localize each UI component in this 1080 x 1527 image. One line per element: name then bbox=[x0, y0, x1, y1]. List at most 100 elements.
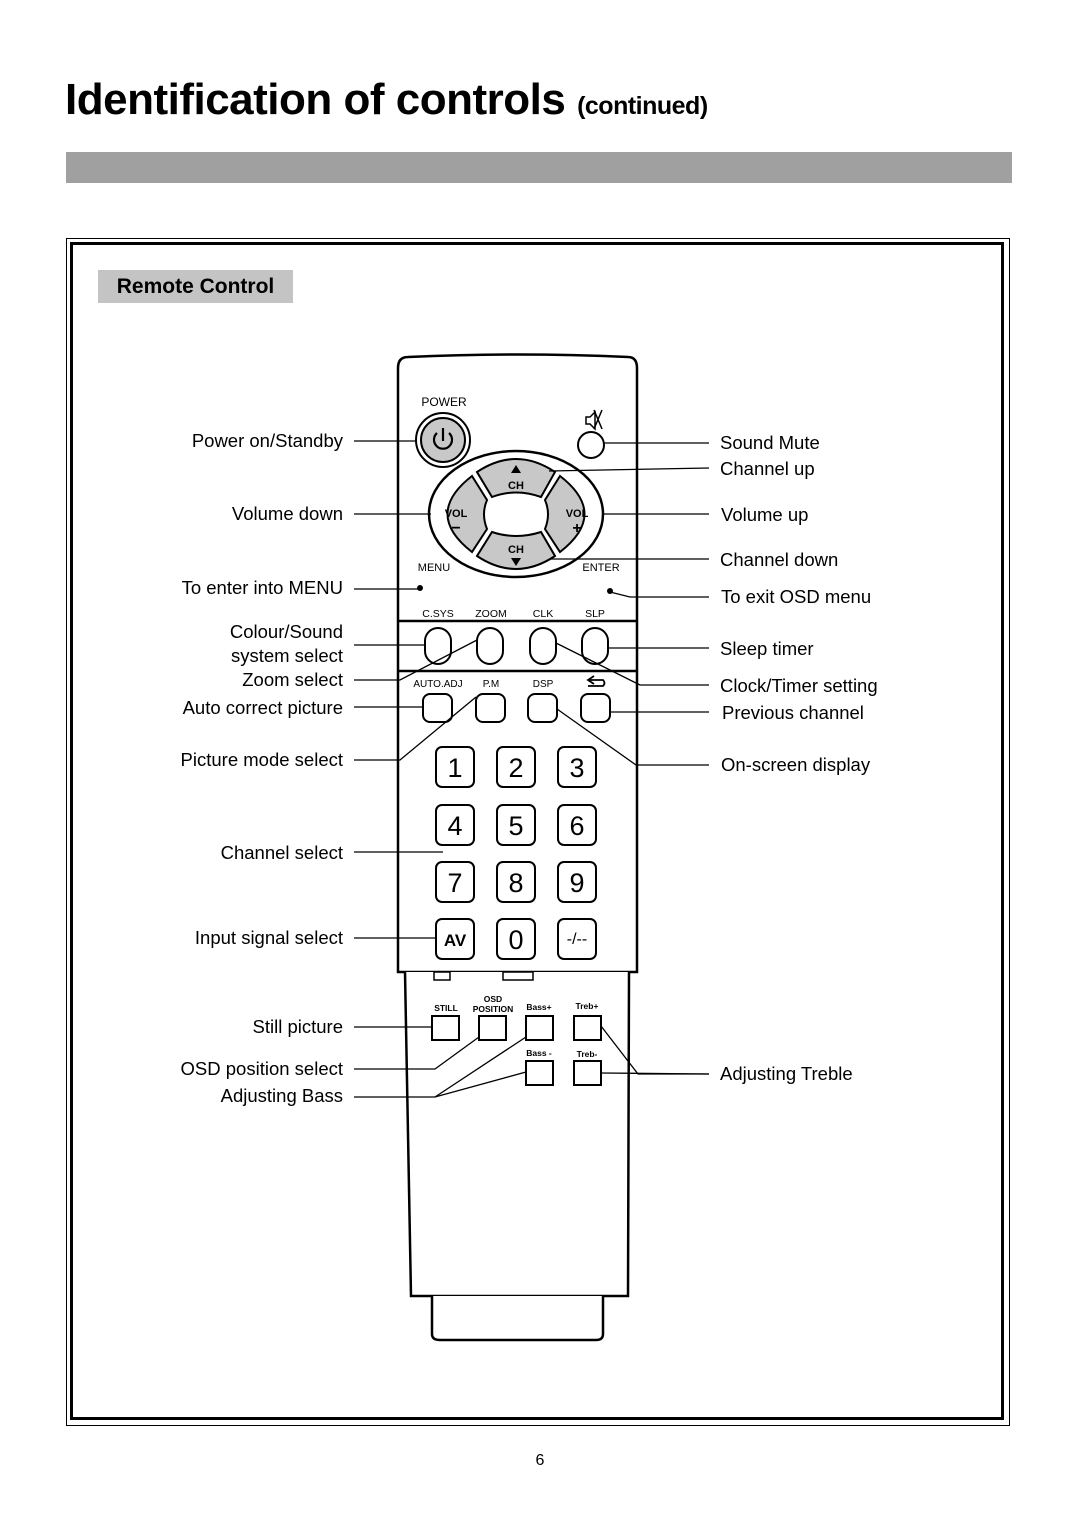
triangle-up-icon bbox=[511, 465, 521, 473]
label-input-signal: Input signal select bbox=[194, 927, 343, 948]
digit-button-7[interactable] bbox=[435, 861, 475, 903]
ch-down-button[interactable] bbox=[475, 530, 557, 570]
digit-label: 0 bbox=[508, 925, 523, 955]
treb-minus-label: Treb- bbox=[577, 1049, 598, 1059]
cover-tab bbox=[433, 971, 451, 981]
bass-plus-label: Bass+ bbox=[526, 1002, 551, 1012]
menu-label: MENU bbox=[418, 562, 450, 574]
digit-label: 1 bbox=[447, 753, 462, 783]
osd-label: OSD bbox=[484, 994, 502, 1004]
vol-up-label: VOL bbox=[566, 508, 589, 520]
label-sound-mute: Sound Mute bbox=[720, 432, 820, 453]
label-adjusting-treble: Adjusting Treble bbox=[720, 1063, 853, 1084]
zoom-label: ZOOM bbox=[475, 608, 507, 620]
label-auto-correct: Auto correct picture bbox=[182, 697, 343, 718]
return-arrow-icon bbox=[586, 675, 606, 687]
clk-button[interactable] bbox=[529, 627, 557, 665]
digit-label: 5 bbox=[508, 811, 523, 841]
title-main: Identification of controls bbox=[65, 75, 566, 124]
label-system-select: system select bbox=[230, 645, 343, 666]
treb-plus-button[interactable] bbox=[573, 1015, 602, 1041]
menu-button[interactable] bbox=[417, 585, 423, 591]
treb-plus-label: Treb+ bbox=[576, 1001, 599, 1011]
pm-button[interactable] bbox=[475, 693, 506, 723]
ch-down-label: CH bbox=[508, 544, 524, 556]
zoom-button[interactable] bbox=[476, 627, 504, 665]
dash-button[interactable] bbox=[557, 918, 597, 960]
label-clock-timer: Clock/Timer setting bbox=[720, 675, 878, 696]
vol-down-sign: − bbox=[451, 520, 460, 537]
slp-button[interactable] bbox=[581, 627, 609, 665]
slp-label: SLP bbox=[585, 608, 605, 620]
label-zoom-select: Zoom select bbox=[242, 669, 343, 690]
digit-button-2[interactable] bbox=[496, 746, 536, 788]
label-channel-select: Channel select bbox=[220, 842, 343, 863]
label-power-standby: Power on/Standby bbox=[191, 430, 343, 451]
page-title: Identification of controls (continued) bbox=[65, 78, 708, 122]
label-exit-osd: To exit OSD menu bbox=[721, 586, 872, 607]
digit-button-1[interactable] bbox=[435, 746, 475, 788]
prev-channel-button[interactable] bbox=[580, 693, 611, 723]
digit-label: 9 bbox=[569, 868, 584, 898]
bass-minus-label: Bass - bbox=[526, 1048, 552, 1058]
label-previous-channel: Previous channel bbox=[722, 702, 864, 723]
digit-label: 7 bbox=[447, 868, 462, 898]
digit-button-4[interactable] bbox=[435, 804, 475, 846]
label-picture-mode: Picture mode select bbox=[180, 749, 343, 770]
osd-position-button[interactable] bbox=[478, 1015, 507, 1041]
ch-up-button[interactable] bbox=[475, 458, 557, 499]
label-colour-sound: Colour/Sound bbox=[229, 621, 343, 642]
digit-button-6[interactable] bbox=[557, 804, 597, 846]
position-label: POSITION bbox=[473, 1004, 514, 1014]
leader-lines bbox=[354, 440, 710, 1098]
label-channel-up: Channel up bbox=[720, 458, 815, 479]
bass-minus-button[interactable] bbox=[525, 1060, 554, 1086]
triangle-down-icon bbox=[511, 558, 521, 566]
label-channel-down: Channel down bbox=[720, 549, 839, 570]
pm-label: P.M bbox=[483, 679, 500, 690]
csys-label: C.SYS bbox=[422, 608, 454, 620]
bass-plus-button[interactable] bbox=[525, 1015, 554, 1041]
av-label: AV bbox=[444, 931, 467, 950]
label-osd-position: OSD position select bbox=[180, 1058, 343, 1079]
csys-button[interactable] bbox=[424, 627, 452, 665]
digit-button-8[interactable] bbox=[496, 861, 536, 903]
still-button[interactable] bbox=[431, 1015, 460, 1041]
enter-label: ENTER bbox=[582, 562, 619, 574]
autoadj-label: AUTO.ADJ bbox=[413, 679, 462, 690]
av-button[interactable] bbox=[435, 918, 475, 960]
digit-label: 8 bbox=[508, 868, 523, 898]
label-on-screen-display: On-screen display bbox=[721, 754, 871, 775]
digit-label: 6 bbox=[569, 811, 584, 841]
title-bar bbox=[66, 152, 1012, 183]
digit-button-0[interactable] bbox=[496, 918, 536, 960]
vol-up-sign: + bbox=[572, 520, 581, 537]
digit-label: 2 bbox=[508, 753, 523, 783]
dsp-button[interactable] bbox=[527, 693, 558, 723]
vol-down-label: VOL bbox=[445, 508, 468, 520]
digit-label: 4 bbox=[447, 811, 462, 841]
digit-keypad: 1 2 3 4 5 6 7 8 9 AV 0 -/-- bbox=[435, 746, 597, 960]
page-number: 6 bbox=[535, 1452, 545, 1469]
digit-button-3[interactable] bbox=[557, 746, 597, 788]
label-enter-menu: To enter into MENU bbox=[181, 577, 343, 598]
mute-button[interactable] bbox=[577, 431, 605, 459]
vol-down-button[interactable] bbox=[446, 474, 489, 554]
power-label: POWER bbox=[421, 395, 467, 409]
vol-up-button[interactable] bbox=[543, 474, 586, 554]
label-sleep-timer: Sleep timer bbox=[720, 638, 814, 659]
digit-button-9[interactable] bbox=[557, 861, 597, 903]
digit-label: 3 bbox=[569, 753, 584, 783]
cover-tab bbox=[502, 971, 534, 981]
power-icon bbox=[432, 428, 454, 450]
speaker-mute-icon bbox=[585, 409, 603, 431]
autoadj-button[interactable] bbox=[422, 693, 453, 723]
treb-minus-button[interactable] bbox=[573, 1060, 602, 1086]
digit-button-5[interactable] bbox=[496, 804, 536, 846]
dsp-label: DSP bbox=[533, 679, 554, 690]
inner-frame bbox=[70, 242, 1004, 1420]
section-heading: Remote Control bbox=[98, 270, 293, 303]
outer-frame bbox=[66, 238, 1010, 1426]
clk-label: CLK bbox=[533, 608, 553, 620]
